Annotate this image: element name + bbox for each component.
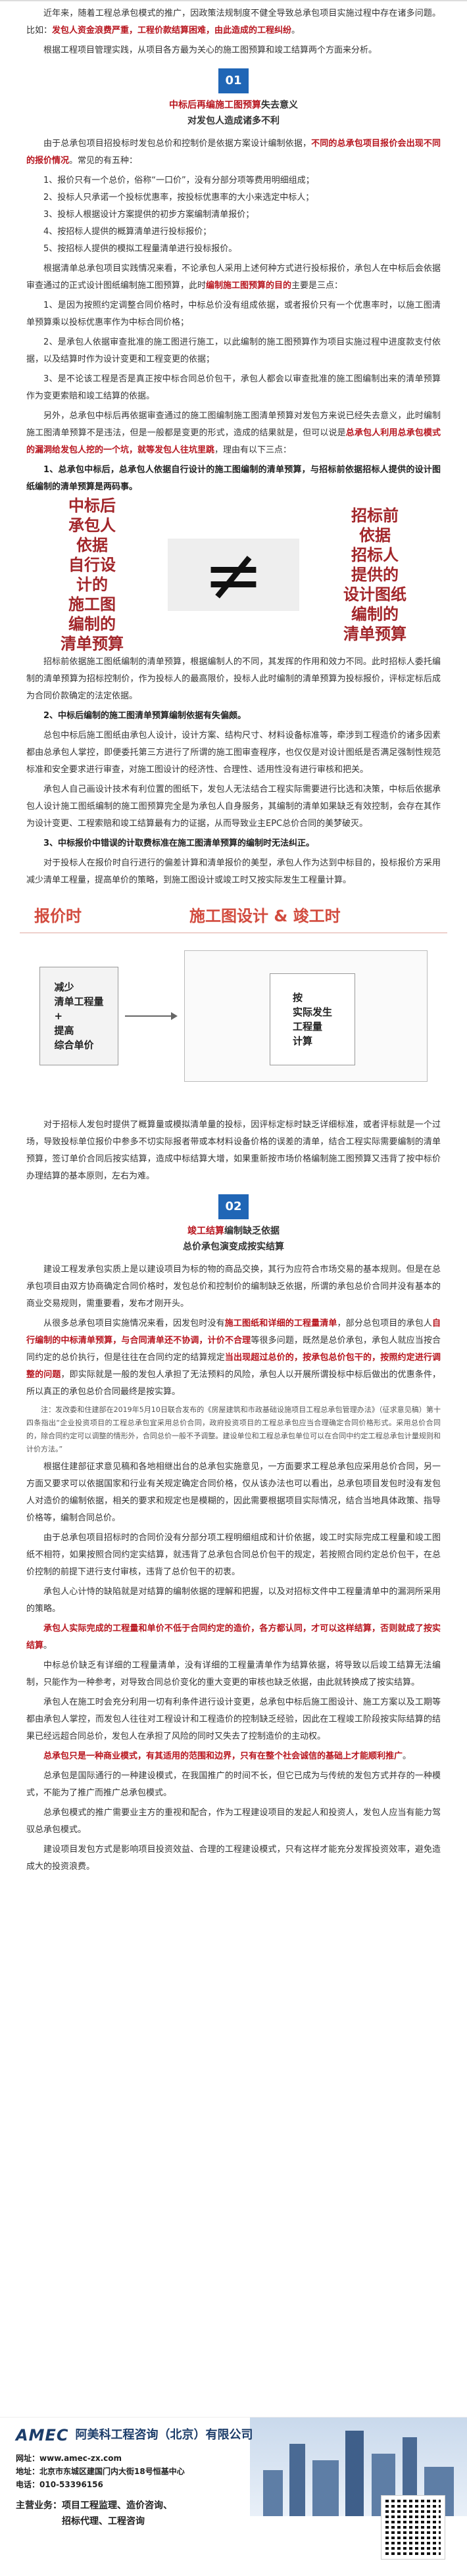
intro-paragraph-1: 近年来，随着工程总承包模式的推广，因政策法规制度不健全导致总承包项目实施过程中存… [26, 9, 441, 36]
s2-paragraph-8: 承包人在施工时会充分利用一切有利条件进行设计变更，总承包中标后施工图设计、施工方… [26, 1697, 441, 1741]
s1-point-2: 2、中标后编制的施工图清单预算编制依据有失偏颇。 [43, 711, 247, 721]
address-row: 地址：北京市东城区建国门内大街18号恒基中心 [16, 2467, 185, 2476]
s2-paragraph-4: 由于总承包项目招标时的合同价没有分部分项工程明细组成和计价依据，竣工时实际完成工… [26, 1533, 441, 1577]
s1-paragraph-6: 另外，总承包中标后再依据审查通过的施工图编制施工图清单预算对发包方来说已经失去意… [26, 411, 441, 455]
s1-paragraph-10: 对于投标人在报价时自行进行的偏差计算和清单报价的美型，承包人作为达到中标目的，投… [26, 858, 441, 885]
intro-paragraph-2: 根据工程项目管理实践，从项目各方最为关心的施工图预算和竣工结算两个方面来分析。 [43, 45, 378, 55]
figure-box-settlement: 按 实际发生 工程量 计算 [270, 973, 355, 1065]
s1-paragraph-2: 根据清单总承包项目实践情况来看，不论承包人采用上述何种方式进行投标报价，承包人在… [26, 264, 441, 291]
list-item: 1、报价只有一个总价，俗称“一口价”，没有分部分项等费用明细组成； [43, 176, 314, 185]
s2-paragraph-6: 承包人实际完成的工程量和单价不低于合同约定的造价，各方都认同，才可以这样结算，否… [26, 1624, 441, 1651]
s1-point-1: 1、总承包中标后，总承包人依据自行设计的施工图编制的清单预算，与招标前依据招标人… [26, 465, 441, 492]
s1-paragraph-9: 承包人自己画设计技术有利位置的图纸下，发包人无法结合工程实际需要进行比选和决策，… [26, 785, 441, 829]
figure-right-text: 招标前 依据 招标人 提供的 设计图纸 编制的 清单预算 [343, 506, 406, 643]
section-2-title: 竣工结算编制缺乏依据 [187, 1226, 280, 1236]
section-2-badge: 02 [218, 1194, 249, 1219]
s2-paragraph-9: 总承包只是一种商业模式，有其适用的范围和边界，只有在整个社会诚信的基础上才能顺利… [43, 1751, 412, 1761]
list-item: 4、按招标人提供的概算清单进行投标报价； [43, 227, 212, 237]
s2-paragraph-1: 建设工程发承包实质上是以建设项目为标的物的商品交换，其行为应符合市场交易的基本规… [26, 1265, 441, 1309]
policy-note: 注：发改委和住建部在2019年5月10日联合发布的《房屋建筑和市政基础设施项目工… [26, 1405, 441, 1453]
s2-paragraph-10: 总承包是国际通行的一种建设模式，在我国推广的时间不长，但它已成为与传统的发包方式… [26, 1771, 441, 1798]
quote-methods-list: 1、报价只有一个总价，俗称“一口价”，没有分部分项等费用明细组成； 2、投标人只… [43, 172, 441, 258]
s2-paragraph-5: 承包人心计恃的缺陷就是对结算的编制依据的理解和把握，以及对招标文件中工程量清单中… [26, 1587, 441, 1614]
contact-info: 网址：www.amec-zx.com 地址：北京市东城区建国门内大街18号恒基中… [16, 2452, 451, 2491]
s1-paragraph-1: 由于总承包项目招投标时发包总价和控制价是依据方案设计编制依据，不同的总承包项目报… [26, 139, 441, 166]
company-footer-card: AMEC 阿美科工程咨询（北京）有限公司 网址：www.amec-zx.com … [0, 2417, 467, 2576]
qr-code-icon [381, 2495, 445, 2560]
company-name: 阿美科工程咨询（北京）有限公司 [75, 2428, 253, 2442]
list-item: 3、投标人根据设计方案提供的初步方案编制清单报价； [43, 210, 255, 220]
list-item: 5、按招标人提供的模拟工程量清单进行投标报价。 [43, 244, 237, 254]
figure-head-left: 报价时 [34, 907, 82, 925]
not-equal-figure: 中标后 承包人 依据 自行设 计的 施工图 编制的 清单预算 ≠ 招标前 依据 … [26, 497, 441, 653]
top-divider [0, 0, 467, 1]
section-1-subtitle: 对发包人造成诸多不利 [187, 116, 280, 126]
footer-title: AMEC 阿美科工程咨询（北京）有限公司 [16, 2427, 451, 2444]
s2-paragraph-7: 中标总价缺乏有详细的工程量清单，没有详细的工程量清单作为结算依据，将导致以后竣工… [26, 1661, 441, 1688]
s1-paragraph-4: 2、是承包人依据审查批准的施工图进行施工，以此编制的施工图预算作为项目实施过程中… [26, 337, 441, 364]
s2-paragraph-11: 总承包模式的推广需要业主方的重视和配合，作为工程建设项目的发起人和投资人，发包人… [26, 1808, 441, 1835]
s1-paragraph-5: 3、是不论该工程是否是真正按中标合同总价包干，承包人都会以审查批准的施工图编制出… [26, 374, 441, 401]
s1-paragraph-3: 1、是因为按照约定调整合同价格时，中标总价没有组成依据，或者报价只有一个优惠率时… [26, 301, 441, 328]
figure-box-bid: 减少 清单工程量 + 提高 综合单价 [39, 967, 118, 1065]
website-row: 网址：www.amec-zx.com [16, 2454, 122, 2463]
s2-paragraph-2: 从很多总承包项目实施情况来看，因发包时没有施工图纸和详细的工程量清单，部分总包项… [26, 1319, 441, 1397]
arrow-right-icon [125, 1012, 178, 1020]
figure-head-right: 施工图设计 & 竣工时 [189, 907, 341, 925]
company-logo: AMEC [16, 2426, 69, 2444]
s1-paragraph-7: 招标前依据施工图纸编制的清单预算，根据编制人的不同，其发挥的作用和效力不同。此时… [26, 657, 441, 701]
s1-paragraph-11: 对于招标人发包时提供了概算量或模拟清单量的投标，因评标定标时缺乏详细标准，或者评… [26, 1120, 441, 1181]
s2-paragraph-3: 根据住建部征求意见稿和各地相继出台的总承包实施意见，一方面要求工程总承包应采用总… [26, 1462, 441, 1523]
figure-headers: 报价时 施工图设计 & 竣工时 [0, 908, 467, 934]
section-1-badge: 01 [218, 68, 249, 93]
not-equal-symbol: ≠ [168, 539, 299, 611]
section-2-subtitle: 总价承包演变成按实结算 [183, 1242, 284, 1252]
section-1-title: 中标后再编施工图预算失去意义 [169, 100, 298, 110]
s1-paragraph-8: 总包中标后施工图纸由承包人设计，设计方案、结构尺寸、材料设备标准等，牵涉到工程造… [26, 731, 441, 775]
website-link[interactable]: www.amec-zx.com [39, 2454, 122, 2463]
s1-point-3: 3、中标报价中错误的计取费标准在施工图清单预算的编制时无法纠正。 [43, 838, 315, 848]
pricing-stage-figure: 报价时 施工图设计 & 竣工时 减少 清单工程量 + 提高 综合单价 按 实际发… [0, 894, 467, 1111]
business-scope: 主营业务：项目工程监理、造价咨询、 招标代理、工程咨询 [16, 2500, 172, 2527]
figure-left-text: 中标后 承包人 依据 自行设 计的 施工图 编制的 清单预算 [61, 497, 124, 653]
list-item: 2、投标人只承诺一个投标优惠率，按投标优惠率的大小来选定中标人； [43, 193, 314, 203]
phone-row: 电话：010-53396156 [16, 2480, 103, 2489]
s2-paragraph-12: 建设项目发包方式是影响项目投资效益、合理的工程建设模式，只有这样才能充分发挥投资… [26, 1845, 441, 1872]
